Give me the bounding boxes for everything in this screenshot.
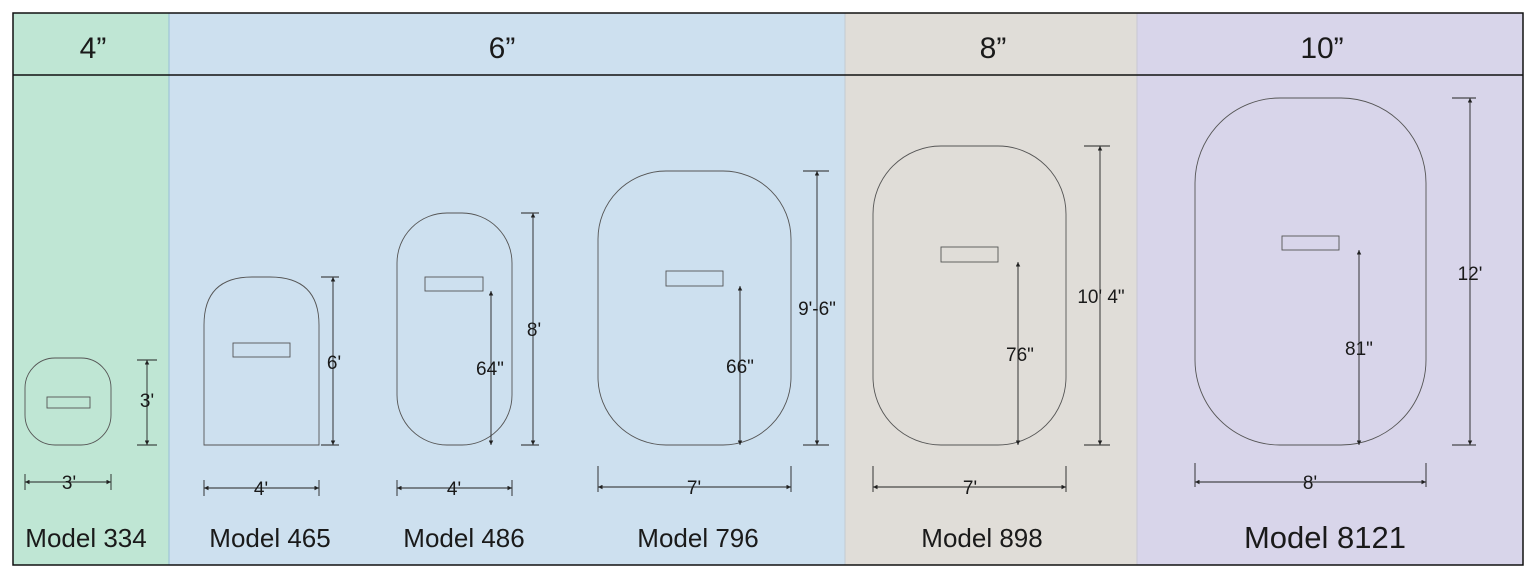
model-486-group: 64" 8' 4' Model 486 [396, 212, 541, 553]
section-header-8in: 8” [980, 32, 1007, 65]
model-486-opening [424, 276, 484, 292]
model-898-height-label: 10' 4" [1077, 287, 1124, 308]
model-8121-group: 81" 12' 8' Model 8121 [1194, 97, 1483, 555]
model-8121-inner-label: 81" [1345, 339, 1373, 360]
model-8121-height-label: 12' [1458, 264, 1483, 285]
model-8121-width-label: 8' [1303, 473, 1317, 494]
model-486-inner-label: 64" [476, 359, 504, 380]
model-898-name: Model 898 [921, 523, 1042, 553]
model-796-inner-label: 66" [726, 357, 754, 378]
outer-frame [12, 12, 1524, 566]
model-8121-outline [1194, 97, 1427, 446]
model-796-name: Model 796 [637, 523, 758, 553]
model-465-opening [232, 342, 291, 358]
model-334-height-label: 3' [140, 391, 154, 412]
section-8in-background [845, 13, 1137, 565]
section-4in-background [13, 13, 169, 565]
section-header-10in: 10” [1300, 32, 1343, 65]
model-465-group: 6' 4' Model 465 [203, 276, 341, 553]
model-334-outline [24, 357, 112, 446]
section-6in-background [169, 13, 845, 565]
model-8121-name: Model 8121 [1244, 520, 1406, 555]
model-898-inner-label: 76" [1006, 345, 1034, 366]
section-header-6in: 6” [489, 32, 516, 65]
model-898-group: 76" 10' 4" 7' Model 898 [872, 145, 1125, 553]
model-796-outline [597, 170, 792, 446]
model-465-name: Model 465 [209, 523, 330, 553]
model-486-name: Model 486 [403, 523, 524, 553]
model-898-opening [940, 246, 999, 263]
model-486-width-label: 4' [447, 479, 461, 500]
model-334-group: 3' 3' Model 334 [24, 357, 157, 553]
model-334-width-label: 3' [62, 473, 76, 494]
section-header-4in: 4” [80, 32, 107, 65]
model-8121-opening [1281, 235, 1340, 251]
section-10in-background [1137, 13, 1523, 565]
model-465-width-label: 4' [254, 479, 268, 500]
model-486-height-label: 8' [527, 320, 541, 341]
model-796-opening [665, 270, 724, 287]
model-334-name: Model 334 [25, 523, 146, 553]
model-796-height-label: 9'-6" [798, 299, 836, 320]
model-465-height-label: 6' [327, 353, 341, 374]
model-465-outline [203, 276, 320, 446]
model-796-group: 66" 9'-6" 7' Model 796 [597, 170, 836, 553]
model-334-opening [46, 396, 91, 409]
model-898-outline [872, 145, 1067, 446]
model-898-width-label: 7' [963, 478, 977, 499]
model-486-outline [396, 212, 513, 446]
model-796-width-label: 7' [687, 478, 701, 499]
